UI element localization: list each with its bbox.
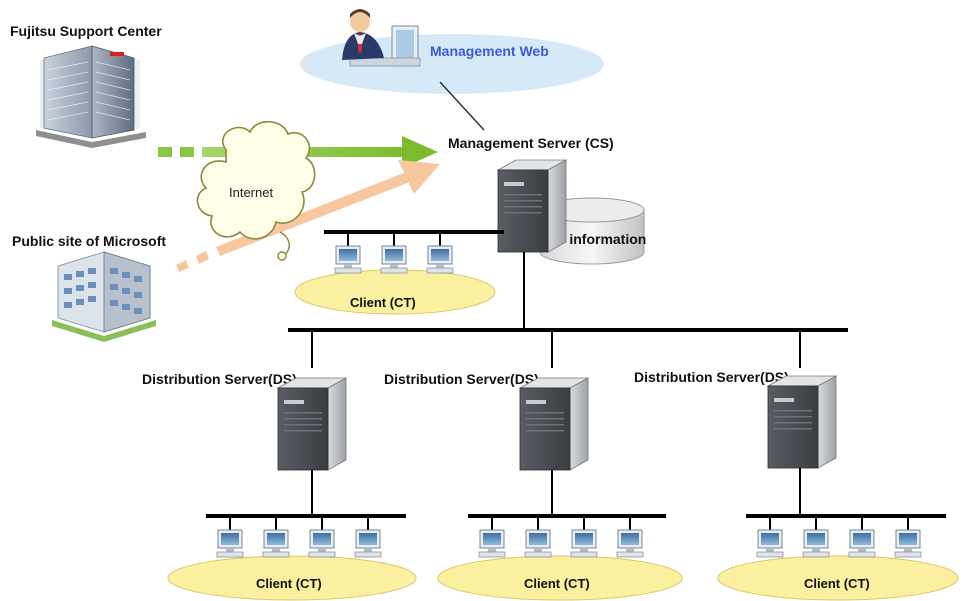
client-pc-icon — [478, 529, 506, 558]
client-pc-icon — [570, 529, 598, 558]
client-pc-icon — [894, 529, 922, 558]
operator-at-pc-icon — [342, 9, 421, 67]
distribution-server-icon — [767, 375, 837, 469]
client-group-ellipse — [437, 555, 683, 601]
microsoft-building-icon — [52, 251, 156, 342]
fujitsu-support-center-label: Fujitsu Support Center — [10, 23, 162, 39]
client-label: Client (CT) — [524, 576, 590, 591]
distribution-server-label: Distribution Server(DS) — [384, 371, 539, 387]
client-label: Client (CT) — [256, 576, 322, 591]
distribution-server-icon — [519, 377, 589, 471]
public-site-microsoft-label: Public site of Microsoft — [12, 233, 166, 249]
client-group-ellipse — [717, 555, 959, 601]
web-to-server-line — [439, 81, 485, 131]
internet-label: Internet — [229, 185, 273, 200]
client-label: Client (CT) — [804, 576, 870, 591]
client-pc-icon — [262, 529, 290, 558]
internet-cloud-icon — [196, 120, 316, 261]
client-pc-icon — [308, 529, 336, 558]
client-pc-icon — [616, 529, 644, 558]
client-label: Client (CT) — [350, 295, 416, 310]
client-group-ellipse — [167, 555, 417, 601]
fujitsu-building-icon — [36, 45, 146, 148]
client-pc-icon — [216, 529, 244, 558]
management-web-label: Management Web — [430, 43, 549, 59]
client-pc-icon — [802, 529, 830, 558]
client-pc-icon — [354, 529, 382, 558]
client-pc-icon — [848, 529, 876, 558]
management-server-icon — [497, 159, 567, 253]
client-pc-icon — [524, 529, 552, 558]
pc-information-label: PC information — [546, 231, 646, 247]
distribution-server-label: Distribution Server(DS) — [142, 371, 297, 387]
client-pc-icon — [426, 245, 454, 274]
client-pc-icon — [334, 245, 362, 274]
client-pc-icon — [380, 245, 408, 274]
distribution-server-icon — [277, 377, 347, 471]
management-server-label: Management Server (CS) — [448, 135, 614, 151]
distribution-server-label: Distribution Server(DS) — [634, 369, 789, 385]
client-pc-icon — [756, 529, 784, 558]
